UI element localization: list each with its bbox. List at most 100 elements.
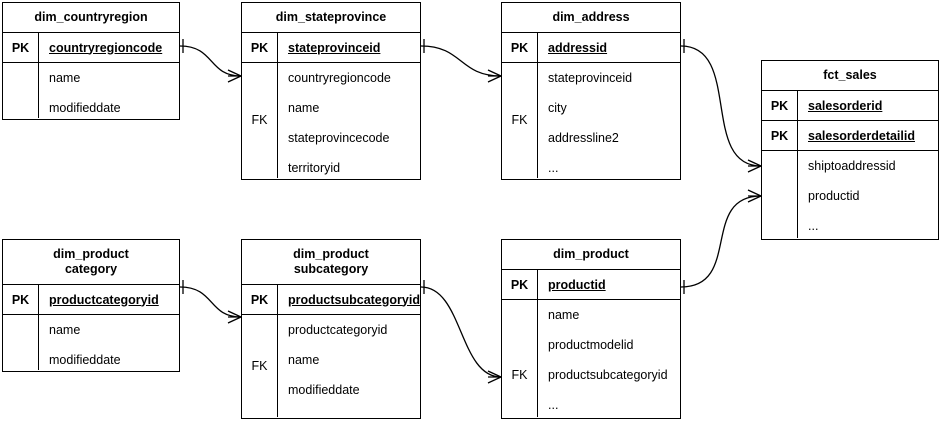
- key-badge: PK: [3, 285, 39, 314]
- cardinality-many-marker: [747, 189, 762, 203]
- key-column-name: addressid: [548, 40, 608, 55]
- key-badge: PK: [762, 121, 798, 150]
- key-badge: PK: [3, 33, 39, 62]
- attribute-row[interactable]: modifieddate: [49, 101, 121, 115]
- entity-title: dim_address: [502, 3, 680, 33]
- key-column-name: salesorderid: [808, 98, 883, 113]
- attribute-list: countryregioncode name stateprovincecode te…: [278, 63, 420, 178]
- key-row[interactable]: PK salesorderid: [762, 91, 938, 121]
- key-row[interactable]: PK productid: [502, 270, 680, 300]
- relationship-line: [680, 195, 762, 288]
- attribute-block: FK stateprovinceid city addressline2...: [502, 63, 680, 178]
- entity-title: fct_sales: [762, 61, 938, 91]
- relationship-countryregion-to-stateprovince[interactable]: [179, 39, 242, 83]
- relationship-line: [179, 286, 242, 318]
- attribute-row[interactable]: addressline2: [548, 131, 619, 145]
- foreign-key-badge: [3, 315, 39, 370]
- entity-title: dim_product category: [3, 240, 179, 285]
- attribute-list: shiptoaddressid productid...: [798, 151, 938, 238]
- attribute-row[interactable]: name: [288, 353, 320, 367]
- attribute-row[interactable]: name: [49, 323, 81, 337]
- key-row[interactable]: PK stateprovinceid: [242, 33, 420, 63]
- relationship-address-to-fctsales[interactable]: [680, 39, 762, 173]
- attribute-row[interactable]: shiptoaddressid: [808, 159, 896, 173]
- attribute-row[interactable]: ...: [288, 413, 299, 421]
- attribute-block: FK productcategoryid name modifieddate...: [242, 315, 420, 421]
- attribute-row[interactable]: productmodelid: [548, 338, 634, 352]
- key-row[interactable]: PK salesorderdetailid: [762, 121, 938, 151]
- key-row[interactable]: PK productsubcategoryid: [242, 285, 420, 315]
- key-badge: PK: [242, 285, 278, 314]
- attribute-block: shiptoaddressid productid...: [762, 151, 938, 238]
- key-row[interactable]: PK addressid: [502, 33, 680, 63]
- relationship-productcategory-to-subcategory[interactable]: [179, 280, 242, 324]
- key-badge: PK: [762, 91, 798, 120]
- key-badge: PK: [502, 270, 538, 299]
- attribute-block: FK name productmodelid productsubcategoryid…: [502, 300, 680, 417]
- key-column-name: salesorderdetailid: [808, 128, 915, 143]
- foreign-key-badge: [762, 151, 798, 238]
- key-column-name: productid: [548, 277, 606, 292]
- key-column-name: stateprovinceid: [288, 40, 381, 55]
- entity-title: dim_countryregion: [3, 3, 179, 33]
- attribute-list: name productmodelid productsubcategoryid..…: [538, 300, 680, 417]
- attribute-list: productcategoryid name modifieddate...: [278, 315, 420, 421]
- entity-title: dim_stateprovince: [242, 3, 420, 33]
- foreign-key-badge: FK: [242, 315, 278, 417]
- attribute-row[interactable]: city: [548, 101, 567, 115]
- attribute-row[interactable]: name: [288, 101, 320, 115]
- attribute-row[interactable]: name: [49, 71, 81, 85]
- entity-title: dim_product: [502, 240, 680, 270]
- relationship-product-to-fctsales[interactable]: [680, 189, 762, 294]
- key-column-name: productcategoryid: [49, 292, 159, 307]
- relationship-line: [179, 45, 242, 77]
- key-column-name: productsubcategoryid: [288, 292, 420, 307]
- attribute-block: FK countryregioncode name stateprovincecode…: [242, 63, 420, 178]
- cardinality-many-marker: [227, 310, 242, 324]
- relationship-stateprovince-to-address[interactable]: [420, 39, 502, 83]
- key-row[interactable]: PK productcategoryid: [3, 285, 179, 315]
- cardinality-many-marker: [487, 69, 502, 83]
- key-badge: PK: [242, 33, 278, 62]
- cardinality-many-marker: [227, 69, 242, 83]
- attribute-row[interactable]: stateprovincecode: [288, 131, 390, 145]
- cardinality-many-marker: [487, 370, 502, 384]
- attribute-row[interactable]: productsubcategoryid: [548, 368, 668, 382]
- attribute-row[interactable]: ...: [808, 219, 819, 233]
- attribute-row[interactable]: productid: [808, 189, 860, 203]
- attribute-row[interactable]: name: [548, 308, 580, 322]
- key-column-name: countryregioncode: [49, 40, 163, 55]
- relationship-productsubcategory-to-product[interactable]: [420, 280, 502, 384]
- attribute-row[interactable]: countryregioncode: [288, 71, 391, 85]
- attribute-row[interactable]: territoryid: [288, 161, 341, 175]
- attribute-list: stateprovinceid city addressline2...: [538, 63, 680, 178]
- foreign-key-badge: FK: [502, 63, 538, 178]
- foreign-key-badge: FK: [242, 63, 278, 178]
- attribute-row[interactable]: ...: [548, 398, 559, 412]
- key-badge: PK: [502, 33, 538, 62]
- attribute-row[interactable]: stateprovinceid: [548, 71, 633, 85]
- attribute-list: name modifieddate: [39, 63, 179, 118]
- relationship-line: [680, 45, 762, 167]
- attribute-block: name modifieddate: [3, 315, 179, 370]
- attribute-row[interactable]: ...: [548, 161, 559, 175]
- foreign-key-badge: FK: [502, 300, 538, 417]
- attribute-block: name modifieddate: [3, 63, 179, 118]
- attribute-row[interactable]: modifieddate: [49, 353, 121, 367]
- attribute-row[interactable]: modifieddate: [288, 383, 360, 397]
- attribute-list: name modifieddate: [39, 315, 179, 370]
- entity-title: dim_product subcategory: [242, 240, 420, 285]
- attribute-row[interactable]: productcategoryid: [288, 323, 388, 337]
- cardinality-many-marker: [747, 159, 762, 173]
- key-row[interactable]: PK countryregioncode: [3, 33, 179, 63]
- relationship-line: [420, 286, 502, 378]
- relationship-line: [420, 45, 502, 77]
